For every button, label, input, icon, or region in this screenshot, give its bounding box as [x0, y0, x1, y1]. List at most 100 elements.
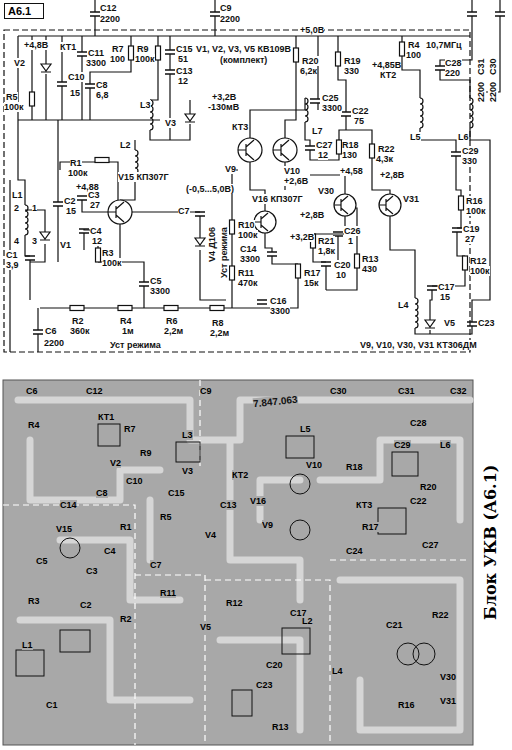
part-label: C11: [88, 48, 104, 58]
resistor-symbol: [337, 140, 342, 154]
part-label: C13: [220, 500, 237, 510]
part-label: 1: [348, 236, 353, 246]
part-label: C23: [256, 680, 273, 690]
part-label: V31: [440, 696, 456, 706]
resistor-symbol: [210, 306, 224, 311]
part-label: 12: [92, 236, 102, 246]
part-label: R17: [304, 268, 321, 278]
part-label: L3: [182, 430, 193, 440]
part-label: 27: [90, 200, 100, 210]
resistor-symbol: [370, 144, 375, 158]
capacitor-symbol: [452, 228, 462, 232]
part-label: L4: [332, 666, 343, 676]
part-label: R11: [160, 588, 176, 598]
part-label: 3300: [150, 286, 170, 296]
part-label: C4: [90, 226, 102, 236]
part-label: C16: [270, 296, 287, 306]
part-label: 1: [32, 203, 37, 213]
part-label: +2,8В: [300, 210, 324, 220]
part-label: 6,8: [96, 90, 109, 100]
part-label: C24: [346, 546, 363, 556]
part-label: C7: [178, 206, 190, 216]
part-label: V3: [182, 466, 193, 476]
part-label: 15к: [304, 278, 319, 288]
varicap-symbol: [40, 232, 50, 240]
part-label: L5: [410, 132, 421, 142]
varicap-symbol: [41, 64, 51, 72]
capacitor-symbol: [79, 229, 89, 233]
part-label: C12: [100, 3, 117, 13]
transistor-symbol: [273, 140, 289, 160]
part-label: 220: [445, 68, 460, 78]
part-label: 470к: [238, 278, 258, 288]
part-label: C21: [386, 620, 403, 630]
part-label: +3,2В: [212, 92, 236, 102]
node-text: 7.847.063: [253, 394, 298, 410]
resistor-symbol: [294, 48, 299, 62]
part-label: C32: [450, 386, 467, 396]
part-label: L2: [302, 616, 313, 626]
block-title: Блок УКВ (А6.1): [482, 465, 500, 620]
part-label: C29: [462, 146, 479, 156]
part-label: 2200: [100, 14, 120, 24]
capacitor-symbol: [210, 12, 220, 16]
resistor-symbol: [156, 46, 161, 60]
part-label: 330: [462, 156, 477, 166]
capacitor-symbol: [77, 196, 87, 200]
part-label: C1: [6, 250, 18, 260]
board: [3, 380, 473, 745]
capacitor-symbol: [310, 99, 320, 103]
part-label: V2: [14, 58, 25, 68]
part-label: R7: [124, 424, 136, 434]
part-label: L1: [12, 190, 23, 200]
part-label: 10,7МГц: [426, 40, 462, 50]
capacitor-symbol: [495, 12, 505, 16]
part-label: 2200: [220, 14, 240, 24]
resistor-symbol: [463, 256, 468, 270]
coil-can: [378, 508, 406, 534]
part-label: V2: [110, 458, 121, 468]
capacitor-symbol: [195, 212, 205, 216]
part-label: КТ2: [380, 70, 396, 80]
part-label: R4: [408, 40, 420, 50]
part-label: 51: [178, 54, 188, 64]
part-label: +4,8В: [24, 40, 48, 50]
part-label: Уст режима: [110, 340, 161, 350]
varicap-symbol: [425, 320, 435, 328]
part-label: 2,2м: [164, 326, 183, 336]
part-label: C2: [64, 196, 76, 206]
part-label: C20: [334, 260, 351, 270]
part-label: 100к: [4, 102, 24, 112]
resistor-symbol: [296, 264, 301, 278]
part-label: 130: [342, 150, 357, 160]
part-label: 15: [70, 88, 80, 98]
part-label: C30: [330, 386, 347, 396]
part-label: R3: [102, 248, 114, 258]
part-label: C28: [410, 418, 427, 428]
part-label: V10: [284, 166, 300, 176]
capacitor-symbol: [85, 84, 95, 88]
capacitor-symbol: [435, 66, 445, 70]
resistor-symbol: [96, 248, 101, 262]
part-label: R5: [160, 512, 172, 522]
resistor-symbol: [164, 306, 178, 311]
coil-can: [176, 442, 200, 462]
resistor-symbol: [459, 196, 464, 210]
capacitor-symbol: [467, 12, 477, 16]
part-label: V4: [205, 530, 216, 540]
transistor-symbol: [238, 138, 262, 162]
part-label: R16: [466, 196, 483, 206]
part-label: Уст режима: [219, 227, 229, 278]
transistor-symbol: [238, 140, 254, 160]
resistor-symbol: [230, 266, 235, 280]
transistor-symbol: [273, 138, 297, 162]
part-label: V15 КП307Г: [118, 172, 169, 182]
part-label: C9: [200, 386, 212, 396]
node-text: А6.1: [8, 5, 31, 17]
capacitor-symbol: [53, 202, 63, 206]
trimmer-cap: [60, 630, 90, 652]
part-label: 2,2м: [210, 328, 229, 338]
part-label: V5: [200, 622, 211, 632]
coil-symbol: [415, 298, 418, 328]
part-label: R9: [137, 44, 149, 54]
